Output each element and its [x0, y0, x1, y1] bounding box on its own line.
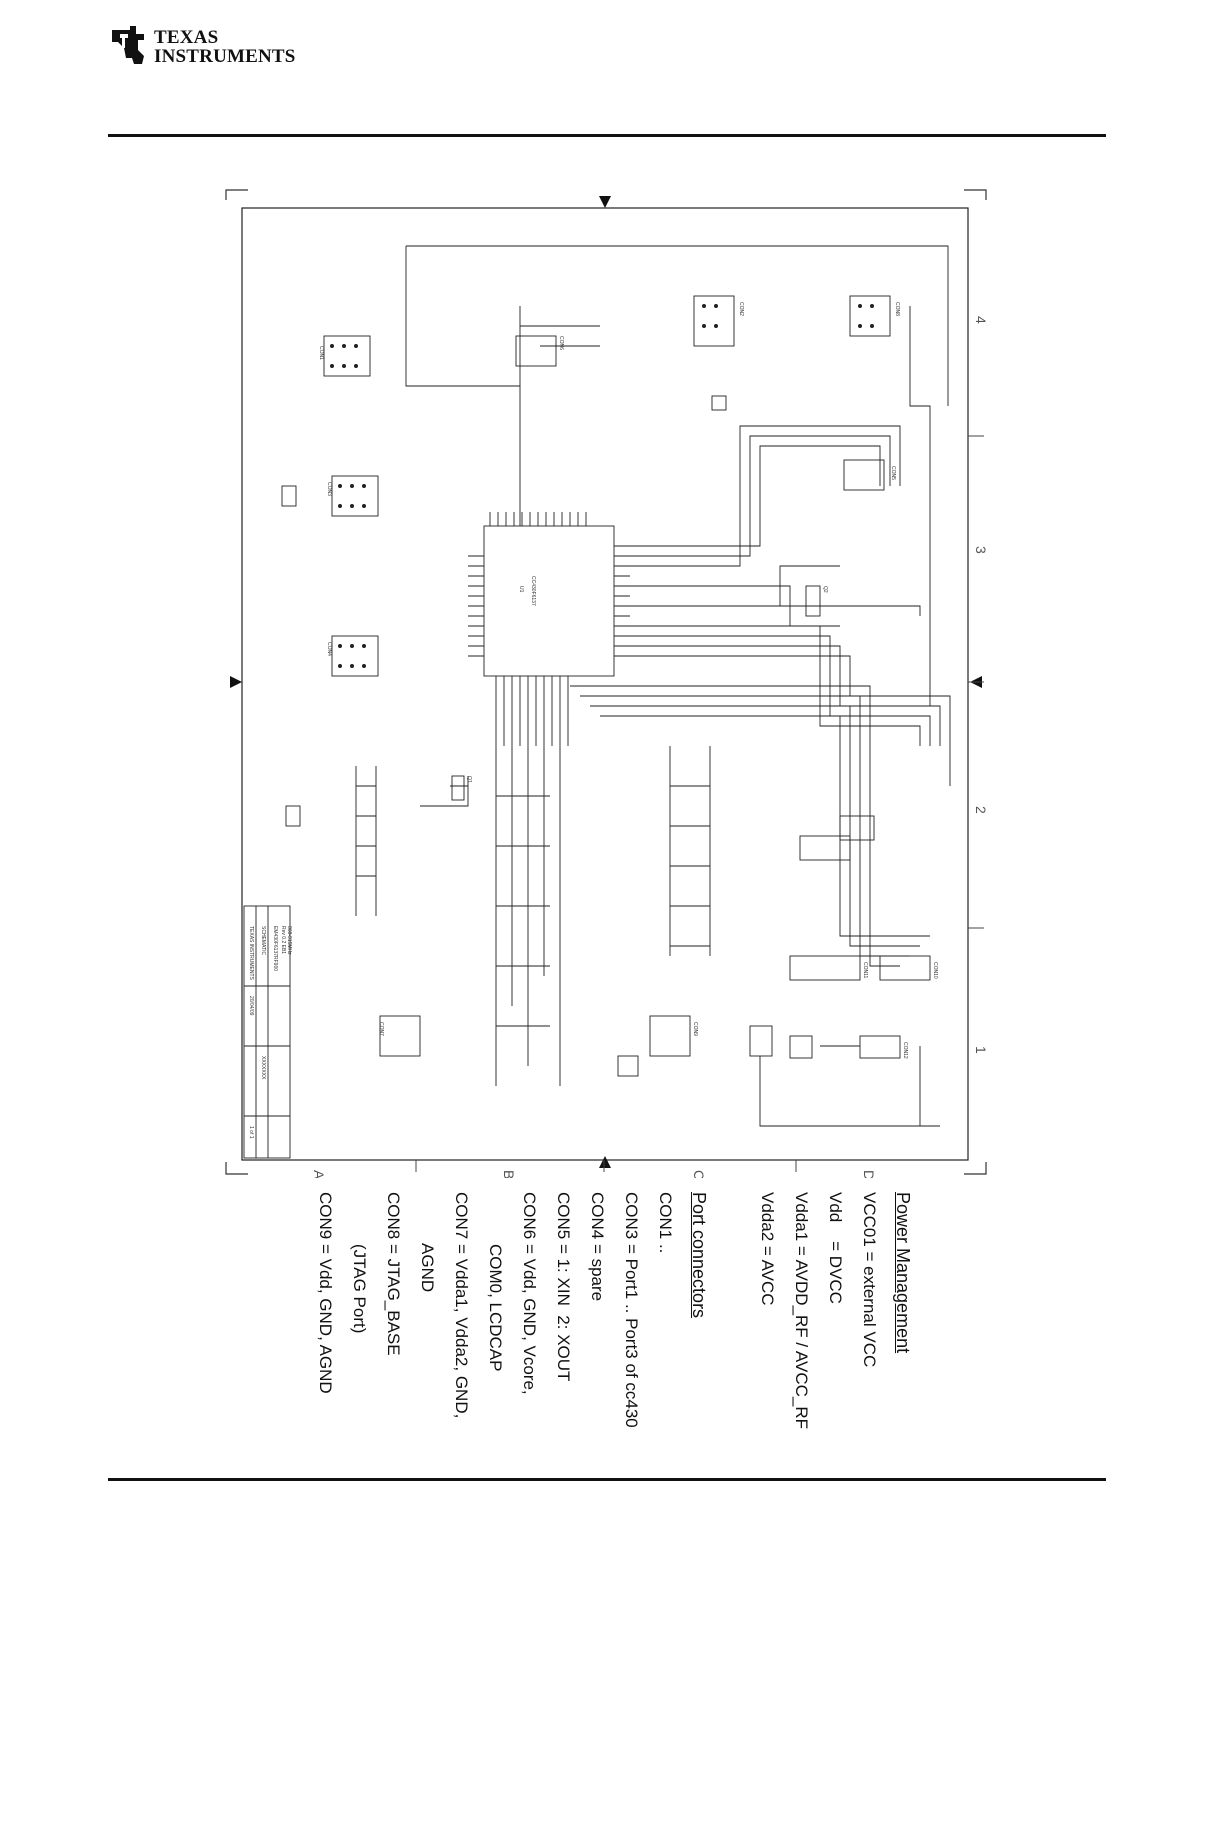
- ti-logo-wordmark: TEXAS INSTRUMENTS: [154, 28, 296, 66]
- power-line-4: Vdda2 = AVCC: [758, 1192, 777, 1306]
- ports-line-10: (JTAG Port): [350, 1192, 369, 1334]
- title-date: 20/04/09: [248, 996, 254, 1016]
- conn-label-2: CON2: [738, 302, 744, 316]
- column-label-1: 1: [973, 1046, 989, 1054]
- power-line-2: Vdd = DVCC: [826, 1192, 845, 1304]
- zone-label-d: D: [861, 1170, 877, 1178]
- column-label-2: 2: [973, 806, 989, 814]
- conn-label-12: CON12: [902, 1042, 908, 1059]
- conn-label-7: CON7: [378, 1022, 384, 1036]
- title-rev: Rev 0.2 EB1: [280, 926, 286, 954]
- schematic-notes: Power Management VCC01 = external VCC Vd…: [316, 1192, 920, 1832]
- conn-label-4: CON4: [326, 642, 332, 656]
- schematic-drawing: A B C D 4 3 2 1: [225, 189, 989, 1178]
- mcu-part: CC430F6137: [530, 576, 536, 606]
- conn-label-6: CON6: [558, 336, 564, 350]
- logo-line-2: INSTRUMENTS: [154, 46, 296, 67]
- conn-label-11: CON11: [862, 962, 868, 979]
- zone-label-b: B: [501, 1170, 517, 1178]
- conn-label-8: CON8: [894, 302, 900, 316]
- ports-line-1: CON1 ..: [656, 1192, 675, 1254]
- crystal-q2: Q2: [822, 586, 828, 593]
- ports-line-9: CON8 = JTAG_BASE: [384, 1192, 403, 1356]
- power-line-3: Vdda1 = AVDD_RF / AVCC_RF: [792, 1192, 811, 1429]
- ports-line-7: CON7 = Vdda1, Vdda2, GND,: [452, 1192, 471, 1419]
- ports-line-11: CON9 = Vdd, GND, AGND: [316, 1192, 335, 1394]
- conn-label-3: CON3: [326, 482, 332, 496]
- ports-heading: Port connectors: [689, 1192, 709, 1319]
- logo-line-1: TEXAS: [154, 27, 219, 48]
- ports-line-8: AGND: [418, 1192, 437, 1293]
- conn-label-10: CON10: [932, 962, 938, 979]
- ti-logo: TEXAS INSTRUMENTS: [108, 24, 308, 74]
- power-line-1: VCC01 = external VCC: [860, 1192, 879, 1368]
- ports-line-5: CON6 = Vdd, GND, Vcore,: [520, 1192, 539, 1395]
- title-freq: 868-915MHz: [286, 926, 292, 955]
- title-sheet: 1 of 1: [248, 1126, 254, 1139]
- ports-line-6: COM0, LCDCAP: [486, 1192, 505, 1372]
- mcu-u1: [483, 525, 615, 677]
- zone-label-a: A: [311, 1170, 327, 1178]
- title-company: TEXAS INSTRUMENTS: [248, 926, 254, 981]
- conn-label-5: CON5: [890, 466, 896, 480]
- ti-logo-icon: [112, 26, 144, 64]
- conn-label-9: CON9: [692, 1022, 698, 1036]
- column-label-4: 4: [973, 316, 989, 324]
- crystal-q1: Q1: [466, 776, 472, 783]
- mcu-ref: U1: [518, 586, 524, 593]
- ports-line-2: CON3 = Port1 .. Port3 of cc430: [622, 1192, 641, 1428]
- zone-label-c: C: [691, 1170, 707, 1178]
- title-board: EM430F6137RF900: [272, 926, 278, 971]
- header-rule: [108, 134, 1106, 137]
- ports-line-3: CON4 = spare: [588, 1192, 607, 1302]
- conn-label-1: CON1: [318, 346, 324, 360]
- title-schematic: SCHEMATIC: [260, 926, 266, 955]
- title-docno: XXXXXXX: [260, 1056, 266, 1080]
- power-heading: Power Management: [893, 1192, 913, 1354]
- ports-line-4: CON5 = 1: XIN 2: XOUT: [554, 1192, 573, 1382]
- footer-rule: [108, 1478, 1106, 1481]
- column-label-3: 3: [973, 546, 989, 554]
